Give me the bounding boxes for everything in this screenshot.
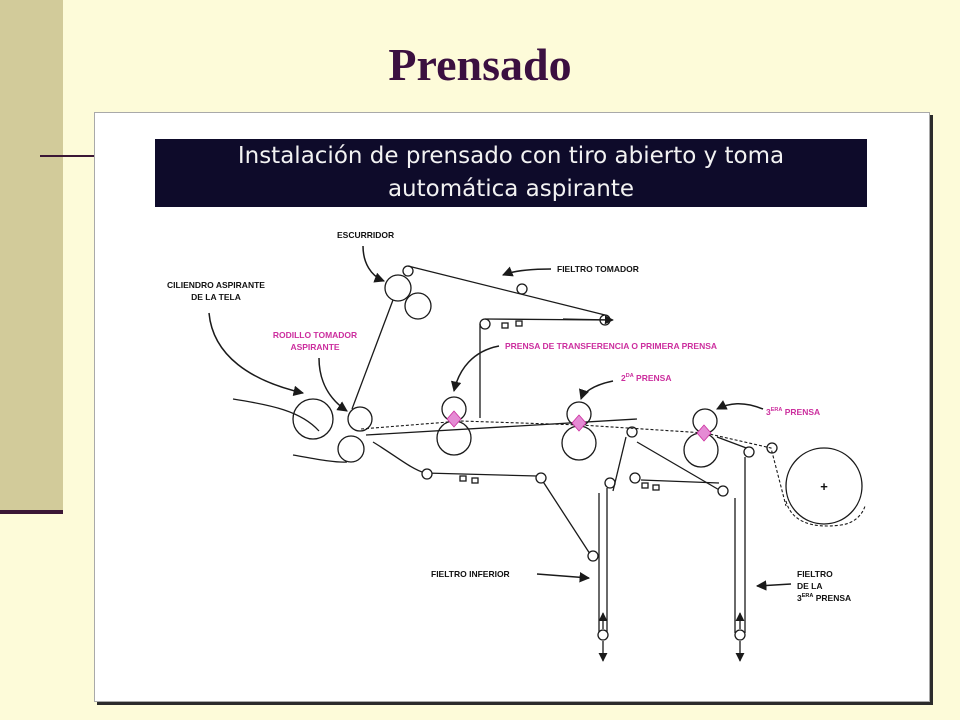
escurridor-arrow [362, 245, 385, 283]
side-band [0, 0, 63, 514]
felt-line [640, 479, 720, 484]
segunda-word: PRENSA [634, 373, 672, 383]
felt-guide-roll [535, 472, 547, 484]
slide-title: Prensado [388, 39, 572, 90]
felt-line [541, 479, 593, 558]
felt-line [365, 418, 638, 436]
label-fieltro3-line2: DE LA [797, 581, 823, 591]
felt-guide-roll [626, 426, 638, 438]
felt-guide-roll [479, 318, 491, 330]
felt-line [424, 472, 538, 477]
fieltro3-sup: ERA [802, 593, 814, 599]
label-cilindro-line1: CILIENDRO ASPIRANTE [167, 280, 265, 290]
label-fieltro3-line1: FIELTRO [797, 569, 833, 579]
fieltro3-arrow [755, 580, 792, 591]
prensa2-arrow [579, 380, 614, 400]
prensa1-arrow [450, 345, 500, 393]
label-rodillo-line2: ASPIRANTE [290, 342, 339, 352]
prensa3-arrow [716, 400, 764, 410]
segunda-num: 2 [621, 373, 626, 383]
press1-nip-mark [446, 410, 462, 428]
diagram-banner: Instalación de prensado con tiro abierto… [155, 139, 867, 207]
felt-guide-roll [587, 550, 599, 562]
wire-roll [337, 435, 365, 463]
felt-bottom-roll [734, 629, 746, 641]
tercera-sup: ERA [771, 407, 783, 413]
rodillo-arrow [318, 357, 348, 412]
felt-roll-2 [404, 292, 432, 320]
paper-sheet-path [360, 420, 787, 507]
pickup-roll [347, 406, 373, 432]
tercera-word: PRENSA [782, 407, 820, 417]
felt-guide-roll [516, 283, 528, 295]
suction-cylinder [292, 398, 334, 440]
felt-bottom-roll [597, 629, 609, 641]
paper-sheet-path [785, 500, 866, 527]
felt-stretch-arrow [562, 315, 614, 325]
label-fieltro3-line3: 3ERA PRENSA [797, 593, 851, 603]
dryer-cylinder [785, 447, 863, 525]
label-escurridor: ESCURRIDOR [337, 230, 394, 240]
label-prensa-transferencia: PRENSA DE TRANSFERENCIA O PRIMERA PRENSA [505, 341, 717, 351]
label-cilindro-line2: DE LA TELA [191, 292, 241, 302]
label-segunda-prensa: 2DA PRENSA [621, 373, 671, 383]
felt-box [459, 475, 467, 482]
felt-box [471, 477, 479, 484]
felt-box [641, 482, 649, 489]
felt-roll-1 [384, 274, 412, 302]
wire-path-top [232, 398, 320, 432]
side-rule-bottom [0, 510, 63, 514]
side-rule-top [40, 155, 98, 157]
tercera-num: 3 [766, 407, 771, 417]
banner-line-1: Instalación de prensado con tiro abierto… [238, 143, 784, 169]
dryer-center-mark: + [820, 479, 828, 494]
fieltro-tomador-arrow [502, 266, 552, 277]
felt-line [372, 441, 426, 474]
felt-line [612, 436, 627, 492]
press3-nip-mark [696, 424, 712, 442]
press-diagram: Instalación de prensado con tiro abierto… [155, 139, 867, 662]
felt-box [652, 484, 660, 491]
cilindro-arrow [208, 312, 305, 396]
fieltro3-num: 3 [797, 593, 802, 603]
banner-line-2: automática aspirante [388, 176, 634, 202]
felt-line [351, 299, 394, 410]
segunda-sup: DA [626, 373, 634, 379]
press-diagram-figure: Instalación de prensado con tiro abierto… [94, 112, 930, 702]
label-rodillo-line1: RODILLO TOMADOR [273, 330, 357, 340]
label-fieltro-inferior: FIELTRO INFERIOR [431, 569, 510, 579]
fieltro-inferior-arrow [536, 572, 591, 583]
felt-guide-roll [421, 468, 433, 480]
felt-box [501, 322, 509, 329]
press2-nip-mark [571, 414, 587, 432]
label-tercera-prensa: 3ERA PRENSA [766, 407, 820, 417]
banner-background [155, 139, 867, 207]
fieltro3-word: PRENSA [813, 593, 851, 603]
felt-line [407, 265, 606, 316]
felt-guide-roll [717, 485, 729, 497]
label-fieltro-tomador: FIELTRO TOMADOR [557, 264, 639, 274]
felt-box [515, 320, 523, 327]
felt-guide-roll [743, 446, 755, 458]
wire-path-bottom [292, 454, 348, 463]
felt-guide-roll [629, 472, 641, 484]
felt-line [716, 436, 750, 450]
